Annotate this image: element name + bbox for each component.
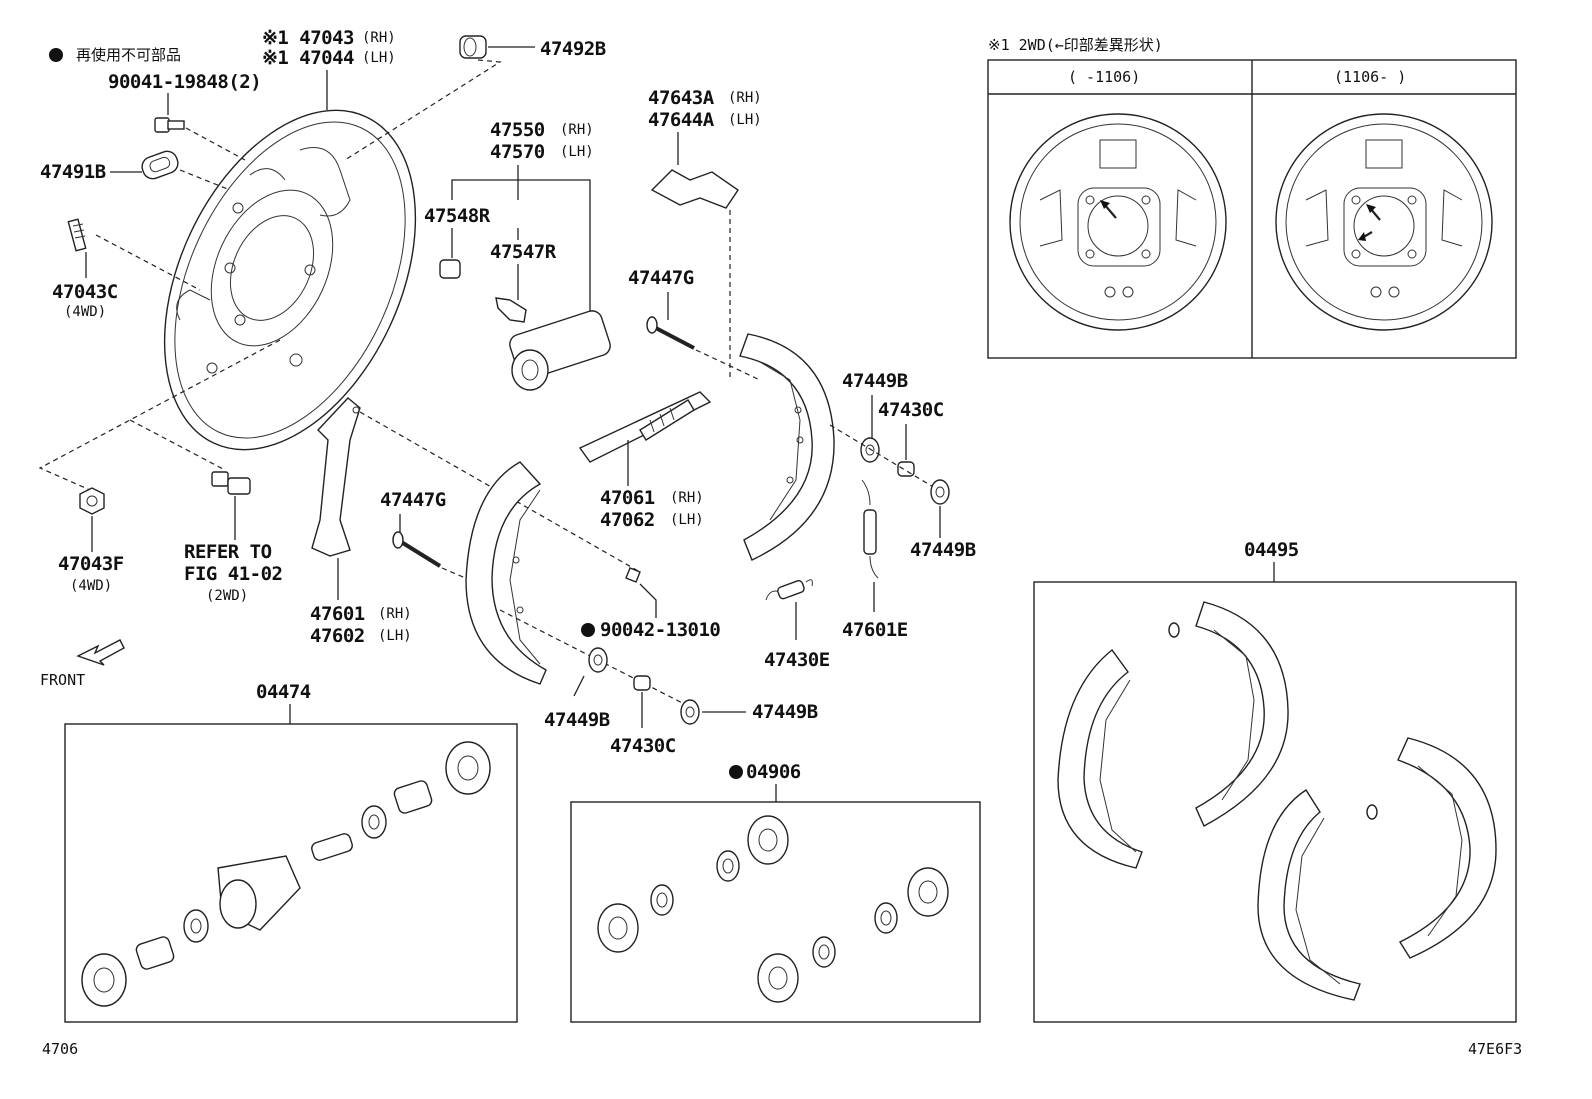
label-47550-side: (RH)	[560, 122, 594, 138]
bolt-refer[interactable]	[211, 471, 251, 495]
backing-plate[interactable]	[114, 70, 466, 489]
kit-04495-shoes[interactable]	[1057, 601, 1497, 1001]
refer-line-1: REFER TO	[184, 541, 272, 563]
retainer-47449b-r2[interactable]	[930, 479, 950, 505]
reuse-dot-90042-icon	[581, 623, 595, 637]
label-47043c-note: (4WD)	[64, 304, 106, 320]
kit-04906-box	[570, 801, 981, 1023]
pin-47447g-top[interactable]	[646, 316, 695, 350]
bleeder-47547r[interactable]	[495, 297, 527, 323]
kit-04495-box	[1033, 581, 1517, 1023]
adjuster-47061[interactable]	[578, 391, 712, 463]
label-47601e: 47601E	[842, 619, 908, 641]
variant-label-early: ( -1106)	[1068, 68, 1140, 86]
brake-shoe-right[interactable]	[739, 333, 835, 561]
retainer-47449b-r1[interactable]	[860, 437, 880, 463]
label-47449b-b1: 47449B	[544, 709, 610, 731]
wheel-cylinder[interactable]	[507, 308, 613, 391]
label-kit-04906: 04906	[746, 761, 801, 783]
label-47601-side: (RH)	[378, 606, 412, 622]
reuse-dot-icon	[49, 48, 63, 62]
label-47043: ※1 47043	[262, 27, 354, 49]
label-90041: 90041-19848(2)	[108, 71, 261, 93]
label-47643a-side: (RH)	[728, 90, 762, 106]
lever-47601[interactable]	[311, 397, 361, 557]
spring-47430e[interactable]	[765, 579, 813, 601]
label-47550: 47550	[490, 119, 545, 141]
label-47043-side: (RH)	[362, 30, 396, 46]
variant-table	[987, 59, 1517, 359]
label-47492b: 47492B	[540, 38, 606, 60]
label-47447g-top: 47447G	[628, 267, 694, 289]
label-47044-side: (LH)	[362, 50, 396, 66]
plug-47492b[interactable]	[459, 35, 487, 59]
label-47449b-r2: 47449B	[910, 539, 976, 561]
pin-47447g-mid[interactable]	[392, 531, 442, 568]
label-47043f: 47043F	[58, 553, 124, 575]
clip-90042[interactable]	[625, 567, 641, 583]
spring-47430c-b[interactable]	[633, 675, 651, 691]
variant-plate-early	[1009, 113, 1227, 331]
label-47447g-mid: 47447G	[380, 489, 446, 511]
label-47601: 47601	[310, 603, 365, 625]
page-code: 4706	[42, 1040, 78, 1058]
variant-note: ※1 2WD(←印部差異形状)	[988, 36, 1163, 54]
label-47570: 47570	[490, 141, 545, 163]
stud-47043c[interactable]	[67, 218, 87, 252]
label-47449b-b2: 47449B	[752, 701, 818, 723]
label-kit-04474: 04474	[256, 681, 311, 703]
kit-04474-box	[64, 723, 518, 1023]
variant-label-late: (1106- )	[1334, 68, 1406, 86]
label-47643a: 47643A	[648, 87, 715, 109]
label-47043f-note: (4WD)	[70, 578, 112, 594]
refer-line-3: (2WD)	[206, 588, 248, 604]
label-47044: ※1 47044	[262, 47, 354, 69]
label-47062: 47062	[600, 509, 655, 531]
label-90042: 90042-13010	[600, 619, 720, 641]
reuse-note: 再使用不可部品	[76, 46, 181, 64]
brake-shoe-left[interactable]	[465, 461, 547, 685]
label-47061-side: (RH)	[670, 490, 704, 506]
label-kit-04495: 04495	[1244, 539, 1299, 561]
front-arrow-icon	[76, 639, 125, 666]
label-47644a: 47644A	[648, 109, 715, 131]
label-47043c: 47043C	[52, 281, 118, 303]
front-label: FRONT	[40, 671, 85, 689]
bolt-90041[interactable]	[154, 117, 185, 133]
kit-04906-parts[interactable]	[597, 815, 949, 1003]
label-47644a-side: (LH)	[728, 112, 762, 128]
refer-line-2: FIG 41-02	[184, 563, 282, 585]
kit-04474-parts[interactable]	[81, 741, 491, 1007]
label-47491b: 47491B	[40, 161, 106, 183]
label-47602-side: (LH)	[378, 628, 412, 644]
spring-47430c-r[interactable]	[897, 461, 915, 477]
label-47430c-r: 47430C	[878, 399, 944, 421]
label-47449b-r1: 47449B	[842, 370, 908, 392]
retainer-47449b-b1[interactable]	[588, 647, 608, 673]
label-47430e: 47430E	[764, 649, 830, 671]
label-47570-side: (LH)	[560, 144, 594, 160]
label-47548r: 47548R	[424, 205, 491, 227]
label-47062-side: (LH)	[670, 512, 704, 528]
label-47602: 47602	[310, 625, 365, 647]
label-47061: 47061	[600, 487, 655, 509]
label-47430c-b: 47430C	[610, 735, 676, 757]
reuse-dot-04906-icon	[729, 765, 743, 779]
figure-code: 47E6F3	[1468, 1040, 1522, 1058]
variant-plate-late	[1275, 113, 1493, 331]
nut-47043f[interactable]	[79, 487, 105, 515]
spring-47601e[interactable]	[861, 479, 879, 579]
label-47547r: 47547R	[490, 241, 557, 263]
retainer-47449b-b2[interactable]	[680, 699, 700, 725]
cap-47548r[interactable]	[439, 259, 461, 279]
grommet-47491b[interactable]	[139, 149, 180, 182]
bracket-47643a[interactable]	[650, 169, 739, 209]
